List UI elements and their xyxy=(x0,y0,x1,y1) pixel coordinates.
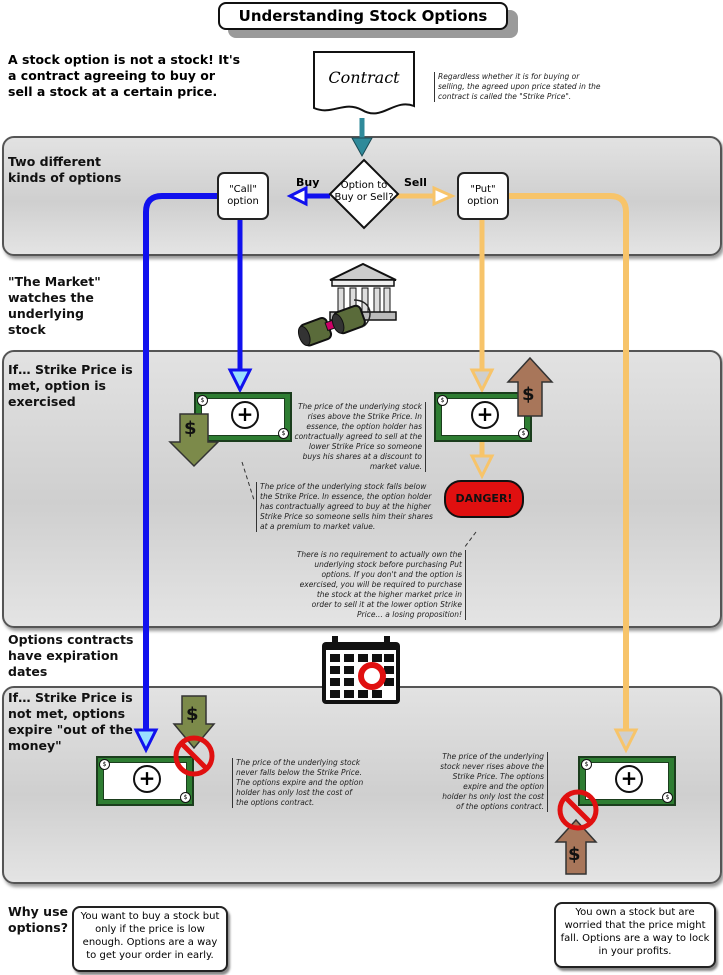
no-sign-icon xyxy=(173,735,215,777)
call-exercised-note: The price of the underlying stock falls … xyxy=(256,482,436,532)
dollar-mark: $ xyxy=(278,428,289,439)
contract-icon xyxy=(313,51,415,115)
dollar-mark: $ xyxy=(662,792,673,803)
dollar-down-arrow-icon xyxy=(168,413,220,468)
contract-label: Contract xyxy=(328,68,400,87)
dollar-mark: $ xyxy=(437,395,448,406)
calendar-icon xyxy=(322,636,400,704)
put-reason-box: You own a stock but are worried that the… xyxy=(554,902,716,968)
binoculars-icon xyxy=(297,299,371,347)
call-expired-note: The price of the underlying stock never … xyxy=(232,758,366,808)
dollar-mark: $ xyxy=(581,759,592,770)
call-reason-box: You want to buy a stock but only if the … xyxy=(72,906,228,972)
exercised-label: If… Strike Price is met, option is exerc… xyxy=(8,362,133,409)
call-option-box: "Call" option xyxy=(217,172,269,220)
dollar-mark: $ xyxy=(180,792,191,803)
options-label: Two different kinds of options xyxy=(8,154,122,185)
dollar-mark: $ xyxy=(99,759,110,770)
put-expired-note: The price of the underlying stock never … xyxy=(438,752,548,812)
expire-label: If… Strike Price is not met, options exp… xyxy=(8,690,133,753)
market-label: "The Market" watches the underlying stoc… xyxy=(8,274,101,337)
put-exercised-bill: $ $ + xyxy=(434,392,532,442)
danger-note: There is no requirement to actually own … xyxy=(296,550,466,620)
why-label: Why use options? xyxy=(8,904,69,935)
dollar-up-arrow-icon xyxy=(506,356,554,417)
put-exercised-note: The price of the underlying stock rises … xyxy=(290,402,426,472)
plus-icon: + xyxy=(231,401,259,429)
dollar-down-label: $ xyxy=(184,418,197,439)
plus-icon: + xyxy=(471,401,499,429)
dollar-up-arrow-icon xyxy=(554,818,598,875)
dollar-down-label: $ xyxy=(186,704,199,725)
decision-label: Option to Buy or Sell? xyxy=(334,180,394,203)
expiration-label: Options contracts have expiration dates xyxy=(8,632,134,679)
put-option-box: "Put" option xyxy=(457,172,509,220)
danger-badge: DANGER! xyxy=(444,480,524,518)
page-title: Understanding Stock Options xyxy=(218,2,508,30)
plus-icon: + xyxy=(133,765,161,793)
dollar-up-label: $ xyxy=(522,384,535,405)
contract-note: Regardless whether it is for buying or s… xyxy=(434,72,608,102)
no-sign-icon xyxy=(557,789,599,831)
sell-label: Sell xyxy=(404,176,427,189)
dollar-down-arrow-icon xyxy=(172,695,216,750)
intro-text: A stock option is not a stock! It's a co… xyxy=(8,52,241,99)
plus-icon: + xyxy=(615,765,643,793)
dollar-up-label: $ xyxy=(568,844,581,865)
dollar-mark: $ xyxy=(197,395,208,406)
decision-diamond xyxy=(328,158,400,230)
exercised-band xyxy=(2,350,722,628)
buy-label: Buy xyxy=(296,176,320,189)
dollar-mark: $ xyxy=(518,428,529,439)
